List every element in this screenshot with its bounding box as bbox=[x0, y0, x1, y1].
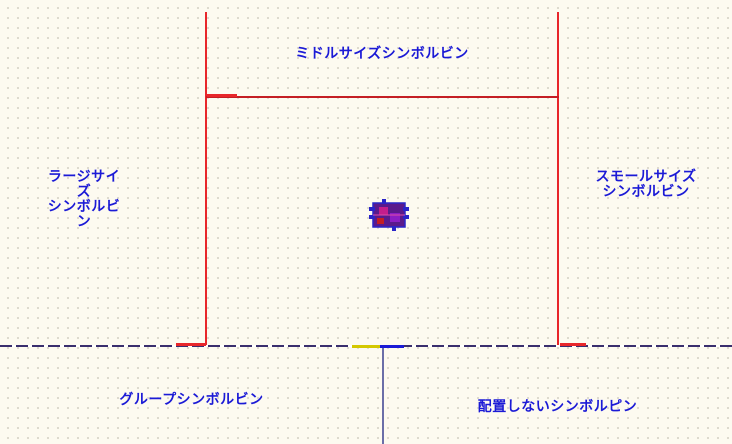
large-symbol-bin-label: ラージサイズ シンボルビン bbox=[47, 169, 121, 230]
boundary-handle[interactable] bbox=[380, 345, 404, 348]
boundary-handle[interactable] bbox=[207, 94, 237, 97]
middle-bin-boundary[interactable] bbox=[206, 96, 559, 98]
group-symbol-bin[interactable]: グループシンボルビン bbox=[0, 346, 383, 444]
middle-symbol-bin[interactable]: ミドルサイズシンボルビン bbox=[206, 0, 558, 96]
symbol-cluster-icon[interactable] bbox=[368, 199, 410, 231]
large-symbol-bin[interactable]: ラージサイズ シンボルビン bbox=[0, 0, 206, 346]
unplaced-symbol-bin-label: 配置しないシンボルピン bbox=[477, 399, 638, 415]
large-bin-boundary[interactable] bbox=[205, 12, 207, 347]
group-symbol-bin-label: グループシンボルビン bbox=[119, 392, 264, 408]
unplaced-symbol-bin[interactable]: 配置しないシンボルピン bbox=[383, 346, 732, 444]
middle-symbol-bin-label: ミドルサイズシンボルビン bbox=[295, 46, 469, 62]
small-symbol-bin[interactable]: スモールサイズ シンボルビン bbox=[558, 0, 732, 346]
small-bin-boundary[interactable] bbox=[557, 12, 559, 347]
boundary-handle[interactable] bbox=[560, 343, 586, 346]
bottom-bins-separator[interactable] bbox=[382, 346, 384, 444]
boundary-handle[interactable] bbox=[176, 343, 206, 346]
small-symbol-bin-label: スモールサイズ シンボルビン bbox=[595, 169, 697, 200]
boundary-handle[interactable] bbox=[352, 345, 404, 348]
